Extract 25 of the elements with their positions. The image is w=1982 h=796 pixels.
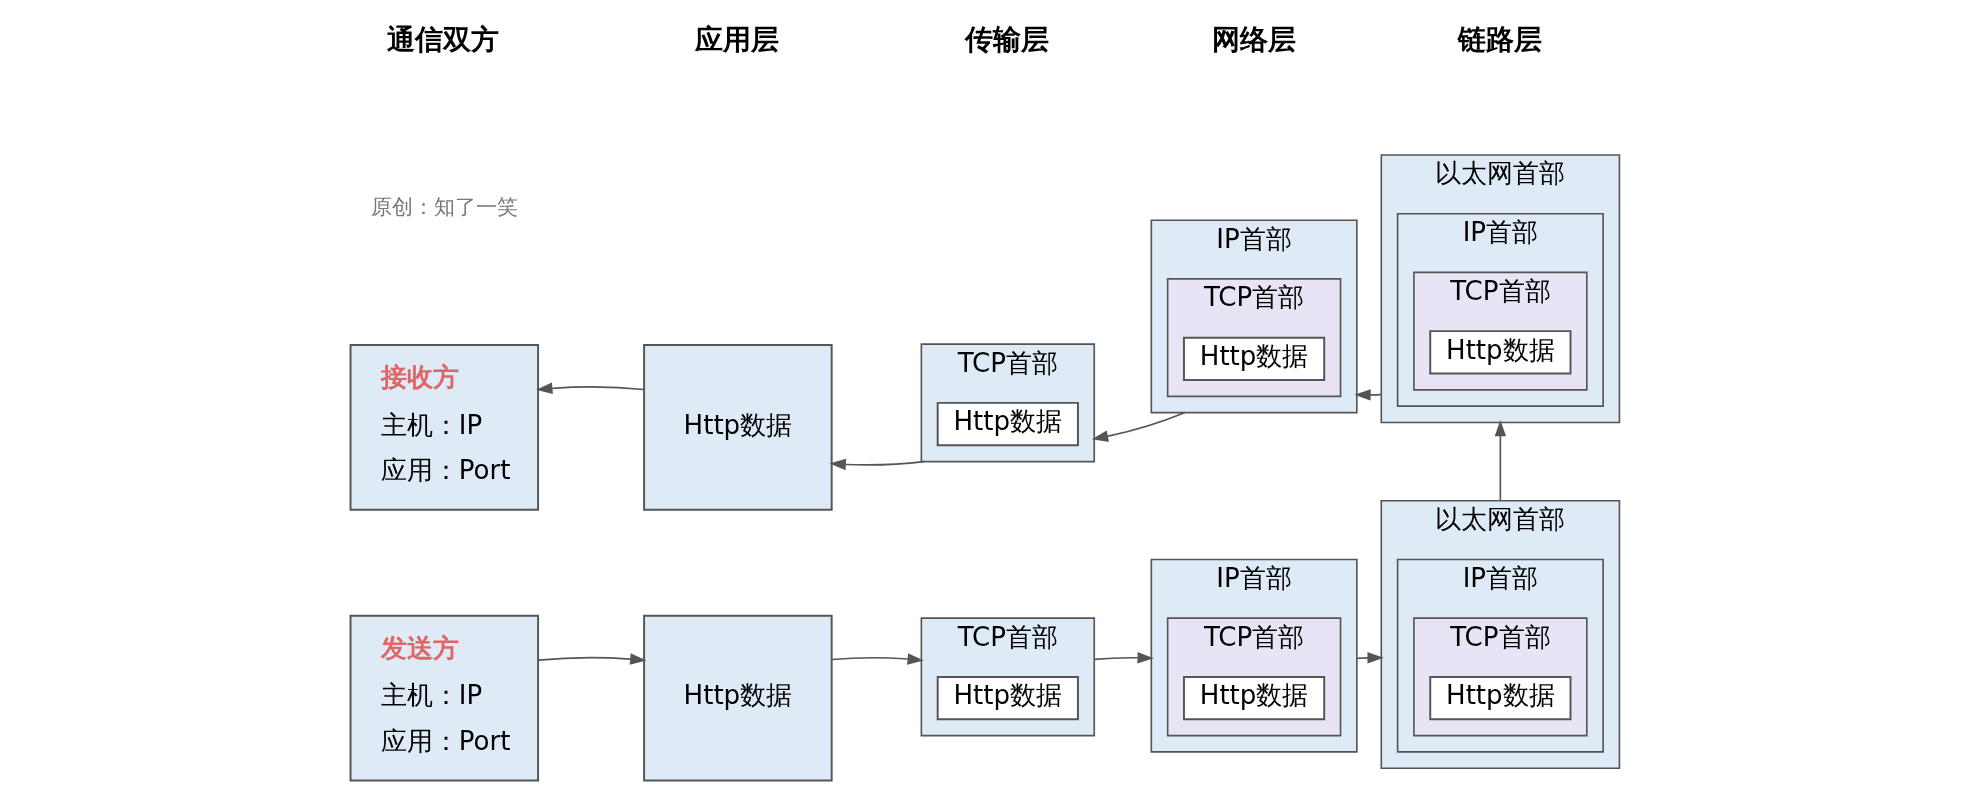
arrow [537,653,646,665]
arrow [1092,652,1154,664]
label: 应用层 [694,23,779,57]
node-box: 接收方 主机：IP 应用：Port [349,344,539,511]
arrow [1353,389,1382,401]
node-box: Http数据 [642,344,833,511]
arrow [1091,411,1185,442]
node-box: Http数据 [1428,330,1571,375]
label: 网络层 [1211,23,1296,57]
node-box: Http数据 [1182,675,1325,721]
arrow [535,382,645,394]
arrow [1494,420,1506,502]
arrow [829,458,924,471]
node-box: Http数据 [1182,336,1325,382]
node-box: Http数据 [936,675,1079,721]
label: 链路层 [1457,23,1542,57]
label: 原创：知了一笑 [370,194,518,220]
arrow [1355,652,1384,664]
label: 传输层 [964,23,1049,57]
arrow [830,653,924,665]
node-box: 发送方 主机：IP 应用：Port [349,614,539,782]
node-box: Http数据 [936,401,1079,447]
node-box: Http数据 [1428,675,1571,721]
node-box: Http数据 [642,614,833,782]
label: 通信双方 [386,23,499,57]
